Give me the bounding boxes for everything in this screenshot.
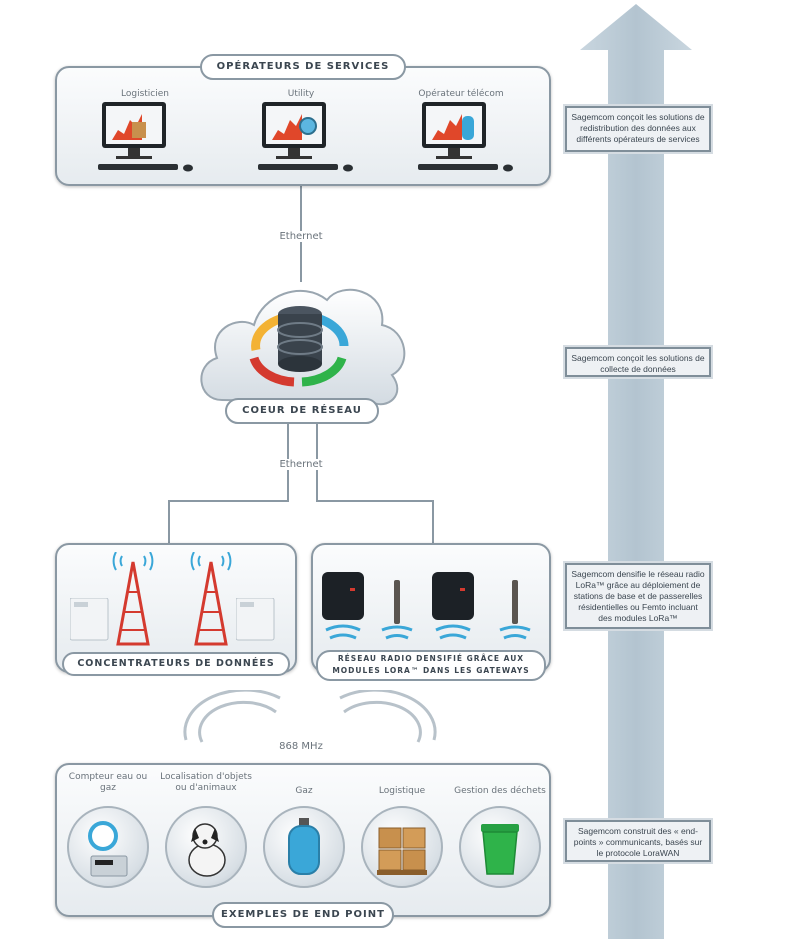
- connector-horizontal-right: [316, 500, 434, 502]
- endpoint-gas: [263, 806, 345, 888]
- radio-network-title-line2: MODULES LORA™ DANS LES GATEWAYS: [332, 666, 530, 675]
- computer-icon: [98, 102, 193, 172]
- concentrator-cabinet-icon: [70, 598, 109, 641]
- ethernet-label-top: Ethernet: [270, 231, 332, 242]
- service-label-utility: Utility: [287, 89, 315, 99]
- concentrators-title: CONCENTRATEURS DE DONNÉES: [62, 652, 290, 676]
- waste-bin-icon: [481, 824, 519, 875]
- dog-icon: [188, 823, 226, 877]
- water-meter-icon: [88, 821, 128, 877]
- endpoint-label-meter: Compteur eau ou gaz: [68, 772, 148, 793]
- endpoint-label-location: Localisation d'objets ou d'animaux: [160, 772, 252, 793]
- side-note-collection: Sagemcom conçoit les solutions de collec…: [565, 347, 711, 377]
- femto-antenna-icon: [381, 580, 413, 640]
- services-title: OPÉRATEURS DE SERVICES: [200, 54, 406, 80]
- endpoint-waste: [459, 806, 541, 888]
- side-note-services: Sagemcom conçoit les solutions de redist…: [565, 106, 711, 152]
- gateway-router-icon: [322, 572, 364, 640]
- computer-icon: [418, 102, 513, 172]
- radio-network-title-line1: RÉSEAU RADIO DENSIFIÉ GRÂCE AUX: [337, 654, 525, 663]
- endpoint-label-gas: Gaz: [295, 786, 313, 796]
- ethernet-label-bottom: Ethernet: [270, 459, 332, 470]
- antenna-tower-icon: [190, 552, 232, 646]
- core-title: COEUR DE RÉSEAU: [225, 398, 379, 424]
- endpoints-title: EXEMPLES DE END POINT: [212, 902, 394, 928]
- service-label-telecom: Opérateur télécom: [418, 89, 504, 99]
- endpoint-label-waste: Gestion des déchets: [454, 786, 546, 796]
- femto-antenna-icon: [499, 580, 531, 640]
- side-note-endpoints: Sagemcom construit des « end-points » co…: [565, 820, 711, 862]
- concentrator-cabinet-icon: [236, 598, 275, 641]
- side-note-radio: Sagemcom densifie le réseau radio LoRa™ …: [565, 563, 711, 629]
- frequency-label: 868 MHz: [279, 741, 323, 752]
- connector-to-concentrators: [168, 500, 170, 544]
- database-icon: [249, 306, 349, 387]
- computer-icon: [258, 102, 353, 172]
- radio-waves-icon: [183, 690, 437, 743]
- endpoint-label-logistics: Logistique: [378, 786, 426, 796]
- endpoint-meter: [67, 806, 149, 888]
- radio-network-title: RÉSEAU RADIO DENSIFIÉ GRÂCE AUX MODULES …: [316, 650, 546, 681]
- gas-bottle-icon: [288, 818, 320, 875]
- connector-horizontal-left: [168, 500, 289, 502]
- upward-arrow: [580, 4, 692, 939]
- gateway-router-icon: [432, 572, 474, 640]
- service-label-logisticien: Logisticien: [121, 89, 169, 99]
- endpoint-logistics: [361, 806, 443, 888]
- antenna-tower-icon: [112, 552, 154, 646]
- endpoint-location: [165, 806, 247, 888]
- pallet-boxes-icon: [377, 827, 427, 875]
- connector-to-radio: [432, 500, 434, 544]
